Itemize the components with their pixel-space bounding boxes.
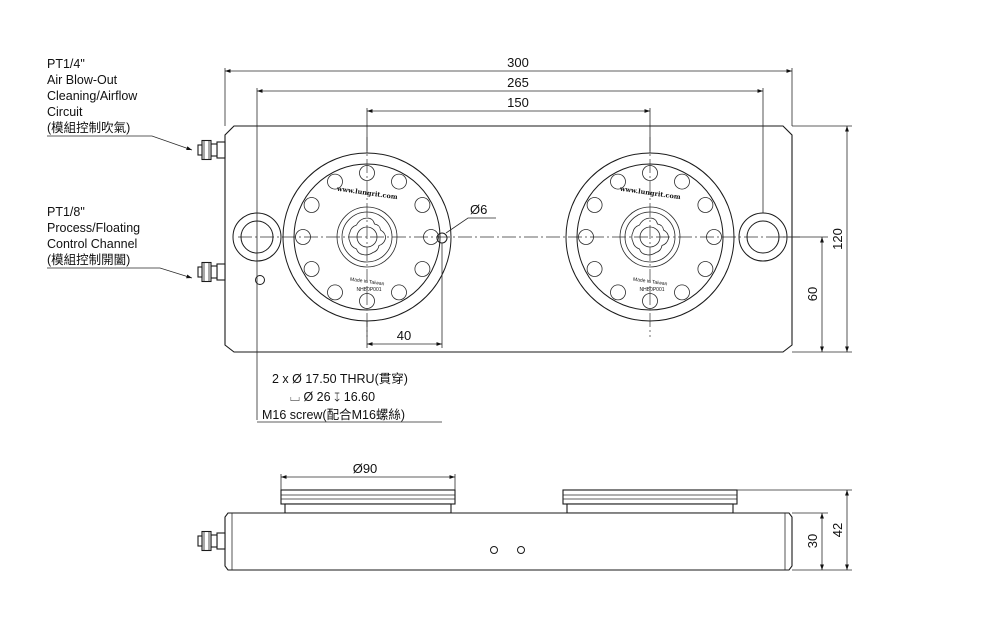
callout-air-port: PT1/4" Air Blow-Out Cleaning/Airflow Cir… bbox=[47, 57, 193, 151]
air-port-line-1: PT1/4" bbox=[47, 57, 85, 71]
side-hole-1 bbox=[490, 546, 498, 554]
dim-300-label: 300 bbox=[507, 55, 529, 70]
air-port-leader bbox=[47, 135, 193, 151]
body-side bbox=[224, 512, 793, 571]
dim-120-label: 120 bbox=[830, 228, 845, 250]
air-port-line-5: (模組控制吹氣) bbox=[47, 121, 130, 135]
dim-150-label: 150 bbox=[507, 95, 529, 110]
top-view: www.lungrit.com Made in Taiwan NHB0P001 … bbox=[197, 55, 852, 420]
control-port-leader bbox=[47, 267, 193, 279]
air-port-line-2: Air Blow-Out bbox=[47, 73, 118, 87]
module-left-model: NHB0P001 bbox=[356, 287, 381, 293]
hole-note: 2 x Ø 17.50 THRU(貫穿) ⌴ Ø 26 ↧ 16.60 M16 … bbox=[257, 371, 442, 423]
dim-265-label: 265 bbox=[507, 75, 529, 90]
dim-30-label: 30 bbox=[805, 534, 820, 548]
control-port-line-2: Process/Floating bbox=[47, 221, 140, 235]
small-hole-lower bbox=[255, 275, 265, 285]
control-port-line-3: Control Channel bbox=[47, 237, 137, 251]
air-fitting-top bbox=[197, 139, 226, 161]
control-fitting-bottom bbox=[197, 261, 226, 283]
leader-d6 bbox=[445, 217, 496, 234]
side-fitting bbox=[197, 530, 226, 552]
dim-40-label: 40 bbox=[397, 328, 411, 343]
module-right: www.lungrit.com Made in Taiwan NHB0P001 bbox=[565, 137, 735, 337]
hole-note-line-3: M16 screw(配合M16螺絲) bbox=[262, 407, 405, 422]
module-right-model: NHB0P001 bbox=[639, 287, 664, 293]
dim-d90-label: Ø90 bbox=[353, 461, 378, 476]
hole-note-line-2: ⌴ Ø 26 ↧ 16.60 bbox=[290, 390, 375, 404]
module-right-origin: Made in Taiwan bbox=[633, 277, 668, 288]
air-port-line-4: Circuit bbox=[47, 105, 83, 119]
module-left-origin: Made in Taiwan bbox=[350, 277, 385, 288]
hole-note-line-1: 2 x Ø 17.50 THRU(貫穿) bbox=[272, 371, 408, 386]
side-hole-2 bbox=[517, 546, 525, 554]
callout-control-port: PT1/8" Process/Floating Control Channel … bbox=[47, 205, 193, 279]
side-view: Ø90 30 42 bbox=[197, 461, 852, 571]
control-port-line-1: PT1/8" bbox=[47, 205, 85, 219]
dim-60-label: 60 bbox=[805, 287, 820, 301]
flange-right bbox=[562, 489, 738, 514]
control-port-line-4: (模組控制開闔) bbox=[47, 253, 130, 267]
flange-left bbox=[280, 489, 456, 514]
dim-42-label: 42 bbox=[830, 523, 845, 537]
air-port-line-3: Cleaning/Airflow bbox=[47, 89, 138, 103]
dim-d6-label: Ø6 bbox=[470, 202, 487, 217]
